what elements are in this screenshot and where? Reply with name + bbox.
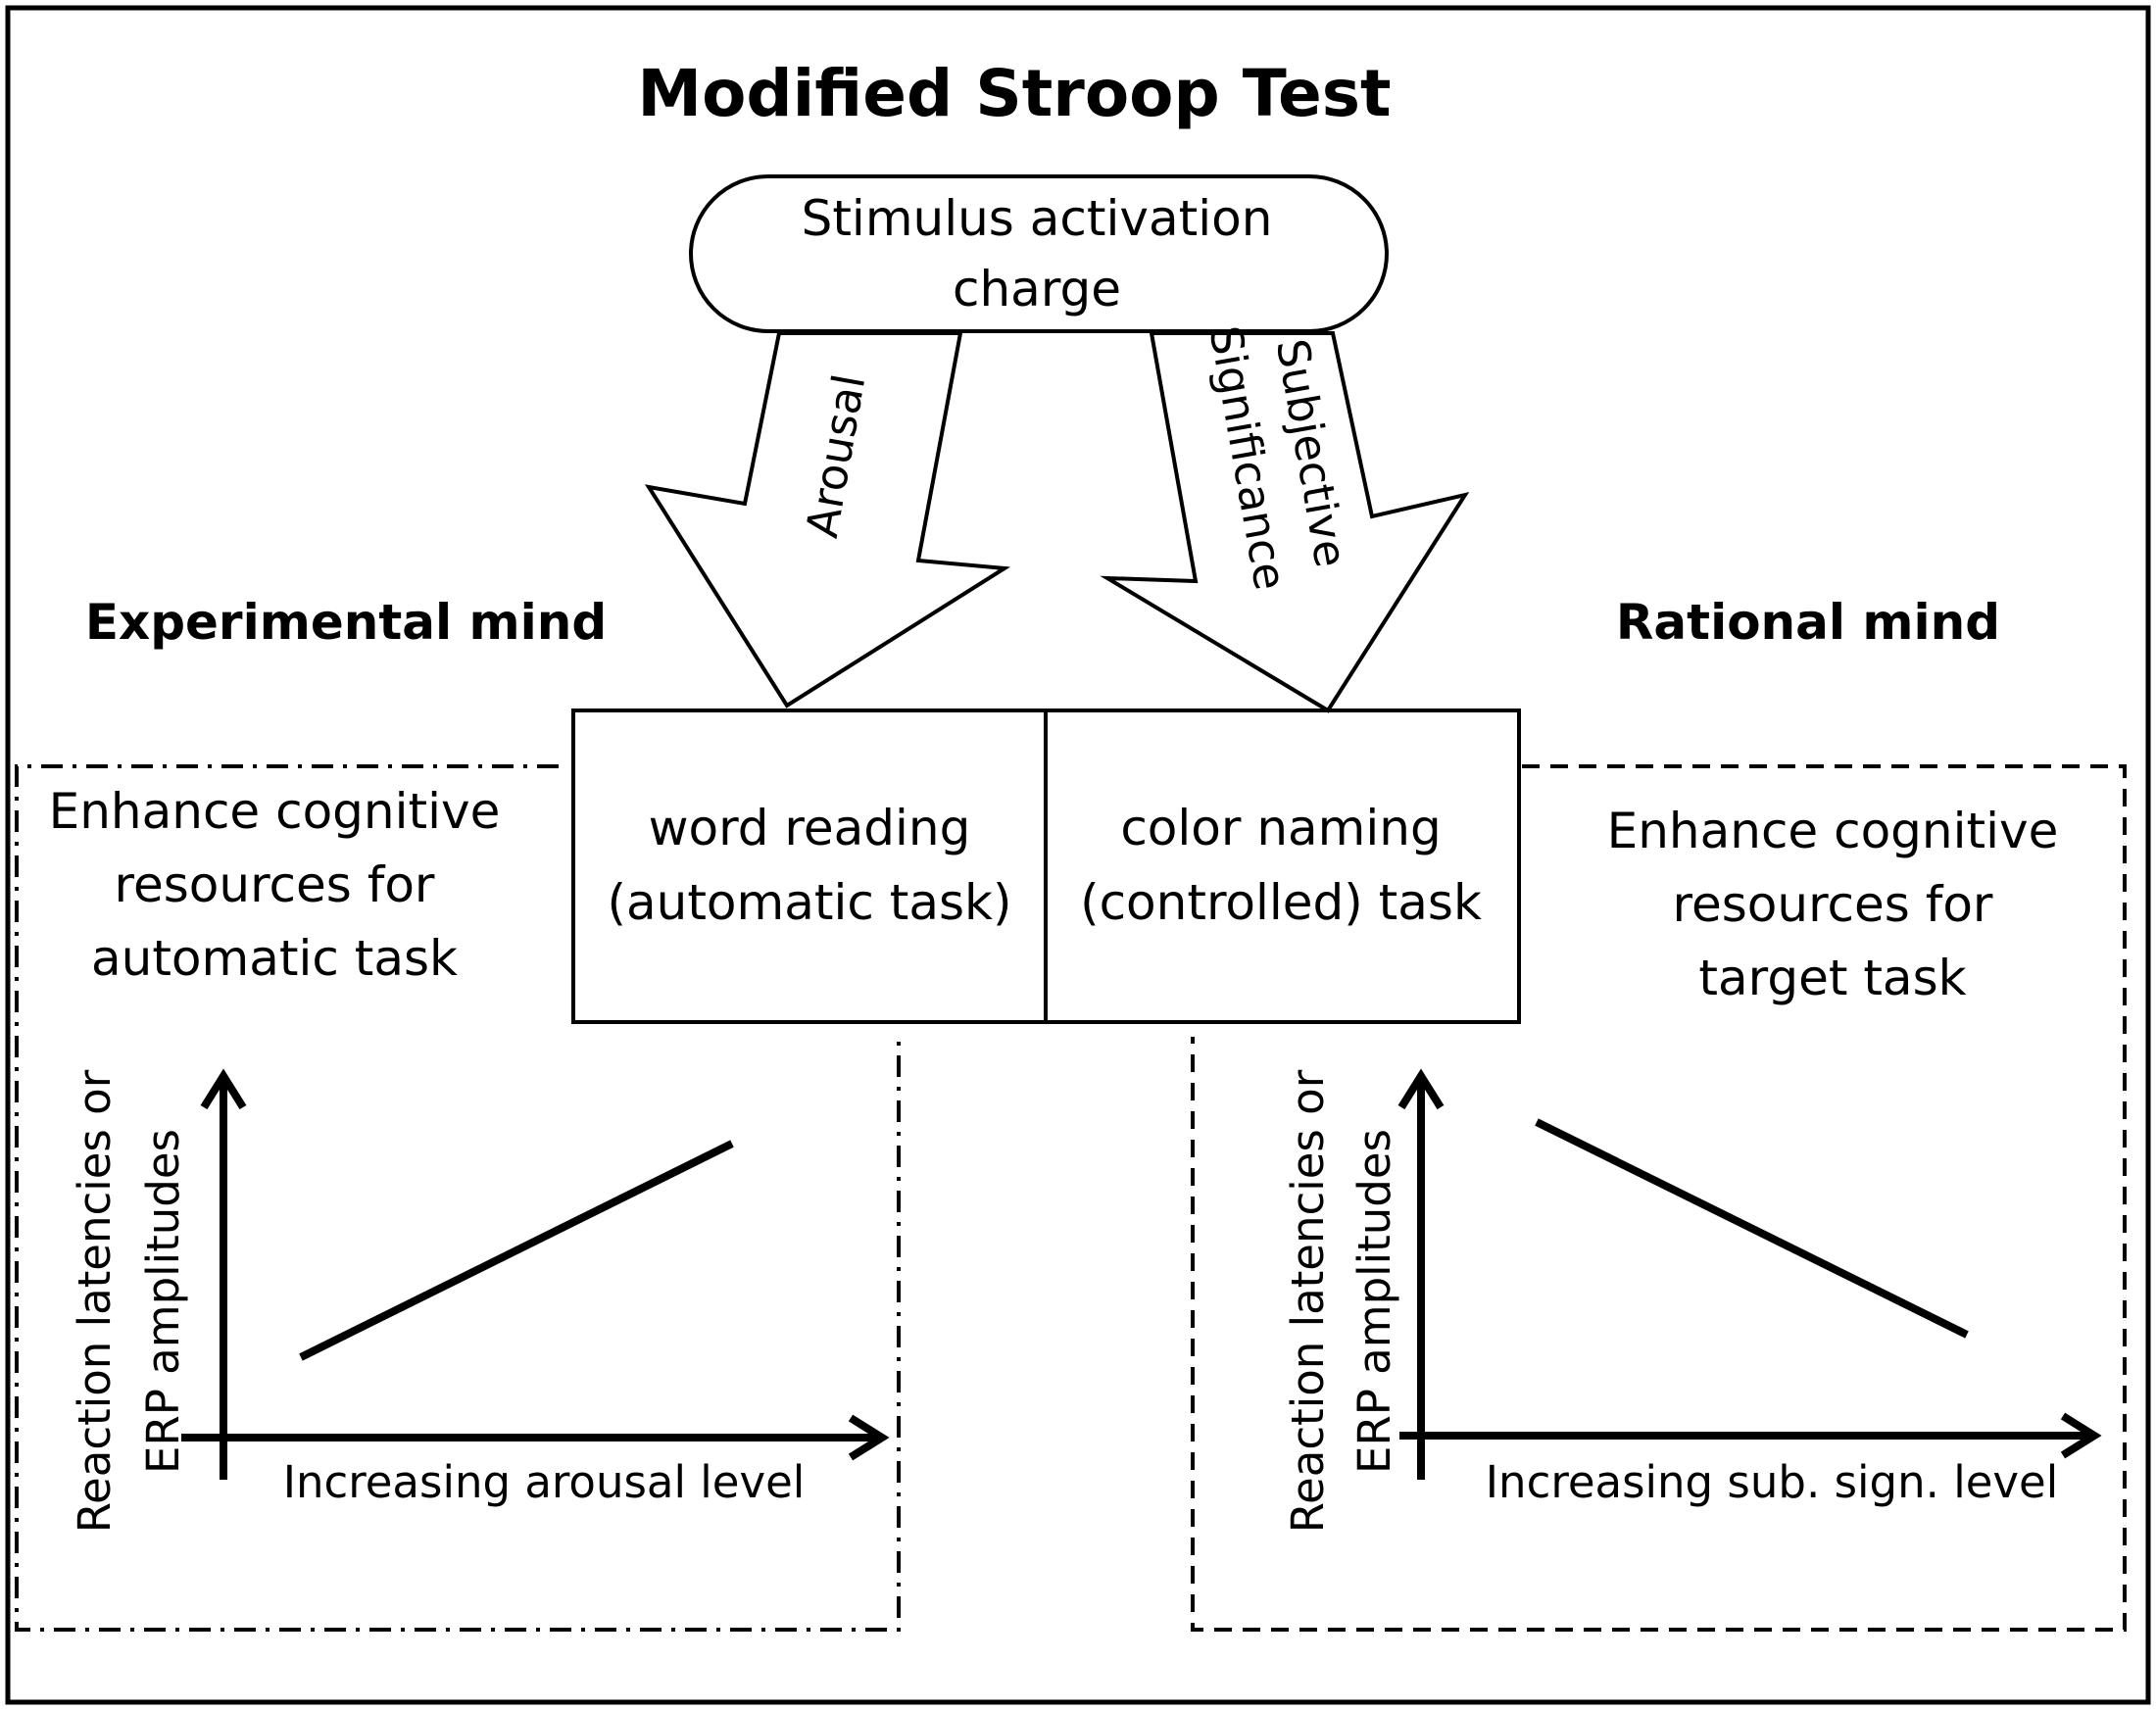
right-panel-border <box>1191 764 2127 1632</box>
word-reading-line1: word reading <box>649 800 971 856</box>
subjective-significance-arrow-shape <box>1100 331 1470 713</box>
outer-frame <box>5 5 2151 1705</box>
left-panel-text-line3: automatic task <box>91 930 458 987</box>
stimulus-node: Stimulus activation charge <box>689 174 1389 333</box>
task-box: word reading (automatic task) color nami… <box>571 708 1521 1024</box>
left-panel-border <box>15 764 901 1632</box>
right-trend-line <box>1535 1118 1969 1339</box>
left-y-axis-arrowhead <box>200 1068 247 1110</box>
left-x-axis-arrowhead <box>848 1414 890 1461</box>
diagram-title: Modified Stroop Test <box>637 56 1391 131</box>
left-y-axis-label-line1: Reaction latencies or <box>69 1069 121 1533</box>
right-x-axis-label: Increasing sub. sign. level <box>1486 1456 2058 1508</box>
left-panel-text-line2: resources for <box>115 856 435 913</box>
color-naming-line1: color naming <box>1120 800 1441 856</box>
stimulus-label-line2: charge <box>953 261 1121 318</box>
arousal-arrow-shape <box>644 331 1011 708</box>
left-panel: Enhance cognitive resources for automati… <box>15 764 901 1632</box>
arousal-label: Arousal <box>796 370 875 542</box>
left-panel-text-line1: Enhance cognitive <box>49 783 501 840</box>
right-panel-text-line2: resources for <box>1673 876 1993 933</box>
left-y-axis-label-line2: ERP amplitudes <box>137 1129 189 1474</box>
right-y-axis-label-line2: ERP amplitudes <box>1348 1129 1400 1474</box>
experimental-mind-label: Experimental mind <box>85 594 607 651</box>
stimulus-pill <box>689 174 1389 333</box>
color-naming-line2: (controlled) task <box>1080 874 1482 931</box>
left-x-axis-label: Increasing arousal level <box>283 1456 806 1508</box>
left-trend-line <box>299 1140 734 1361</box>
arousal-arrow: Arousal <box>644 331 1011 708</box>
stimulus-label-line1: Stimulus activation <box>802 190 1273 247</box>
right-y-axis-arrowhead <box>1397 1068 1445 1110</box>
word-reading-line2: (automatic task) <box>607 874 1011 931</box>
right-panel-text-line1: Enhance cognitive <box>1607 803 2059 859</box>
right-x-axis-arrowhead <box>2060 1412 2102 1459</box>
right-panel: Enhance cognitive resources for target t… <box>1191 764 2127 1632</box>
right-panel-text-line3: target task <box>1698 950 1966 1006</box>
subjective-significance-arrow: Subjective Significance <box>1100 322 1470 713</box>
right-y-axis-label-line1: Reaction latencies or <box>1282 1069 1334 1533</box>
rational-mind-label: Rational mind <box>1616 594 2000 651</box>
